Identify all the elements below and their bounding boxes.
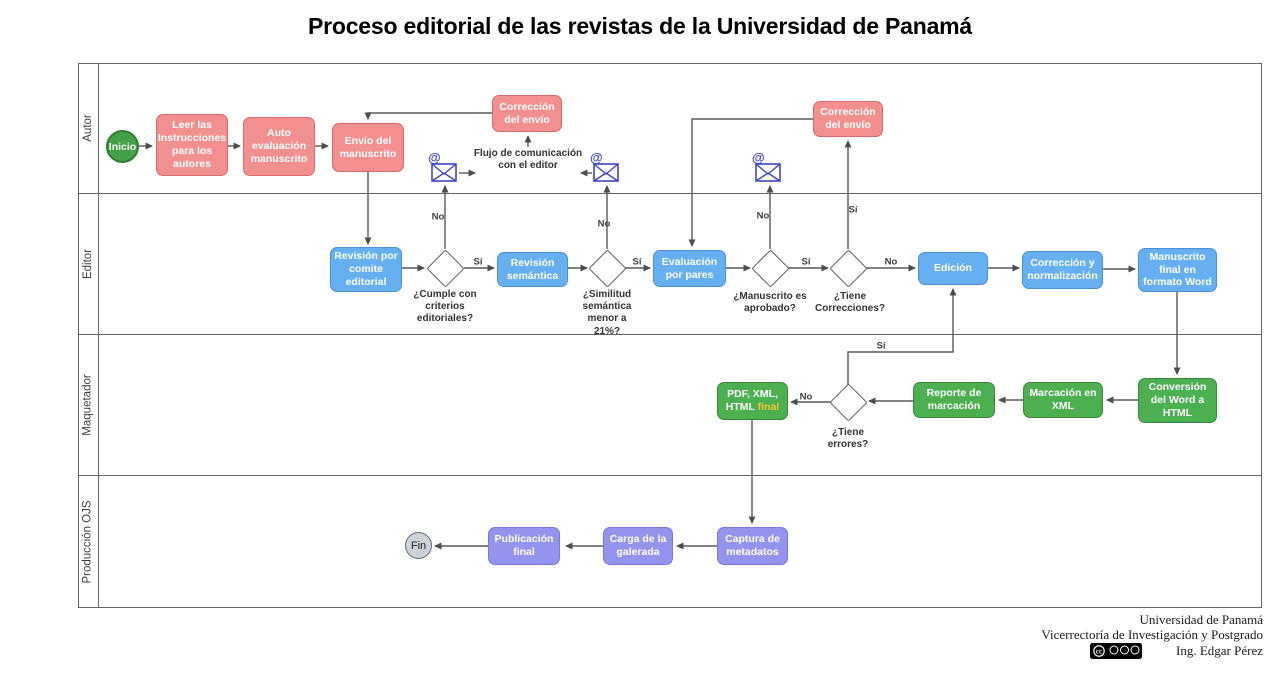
edge-label-no: No — [597, 218, 611, 230]
edge-label-si: Sí — [473, 256, 483, 268]
gateway-label-similitud: ¿Similitud semántica menor a 21%? — [582, 289, 632, 337]
lane-label-autor: Autor — [82, 114, 94, 142]
flow-note: Flujo de comunicación con el editor — [473, 148, 583, 171]
task-conversion-word: Conversión del Word a HTML — [1138, 378, 1217, 423]
lane-label-divider — [98, 63, 99, 608]
task-correccion-normalizacion: Corrección y normalización — [1022, 251, 1103, 289]
start-event: Inicio — [106, 130, 139, 163]
edge-label-no: No — [756, 210, 770, 222]
edge-label-no: No — [431, 211, 445, 223]
task-correccion-envio-1: Corrección del envío — [492, 95, 562, 132]
page-title: Proceso editorial de las revistas de la … — [307, 13, 973, 39]
lane-label-maquetador: Maquetador — [82, 373, 94, 436]
cc-license-badge: cc — [1090, 642, 1142, 659]
edge-label-si: Sí — [876, 340, 886, 352]
credits-block: Universidad de Panamá Vicerrectoría de I… — [1041, 612, 1263, 659]
task-pdf-xml-html: PDF, XML, HTML final — [717, 382, 788, 420]
task-publicacion-final: Publicación final — [488, 527, 560, 565]
lane-label-produccion-ojs: Producción OJS — [82, 499, 95, 584]
swimlane-frame — [78, 63, 1262, 608]
task-evaluacion-pares: Evaluación por pares — [653, 250, 726, 287]
lane-label-editor: Editor — [82, 248, 95, 279]
end-event: Fin — [405, 532, 432, 559]
task-envio-manuscrito: Envío del manuscrito — [332, 123, 404, 172]
lane-divider-2 — [78, 334, 1262, 335]
gateway-label-aprobado: ¿Manuscrito es aprobado? — [733, 291, 807, 315]
task-leer-instrucciones: Leer las Instrucciones para los autores — [156, 114, 228, 176]
task-correccion-envio-2: Corrección del envío — [813, 101, 883, 137]
edge-label-no: No — [884, 256, 898, 268]
task-revision-comite: Revisión por comite editorial — [330, 247, 402, 292]
credits-author: Ing. Edgar Pérez — [1176, 642, 1263, 658]
task-auto-evaluacion: Auto evaluación manuscrito — [243, 117, 315, 176]
gateway-label-errores: ¿Tiene errores? — [827, 427, 869, 451]
task-captura-metadatos: Captura de metadatos — [717, 527, 788, 565]
pdf-label: PDF, XML, HTML final — [725, 388, 780, 413]
svg-text:cc: cc — [1096, 647, 1102, 655]
email-icon-3: @ — [752, 150, 781, 182]
task-carga-galerada: Carga de la galerada — [603, 527, 673, 565]
pdf-final-highlight: final — [757, 401, 780, 413]
edge-label-si: Sí — [632, 256, 642, 268]
credits-vicerrectoria: Vicerrectoría de Investigación y Postgra… — [1041, 627, 1263, 643]
lane-divider-1 — [78, 193, 1262, 194]
gateway-label-criterios: ¿Cumple con criterios editoriales? — [413, 289, 477, 325]
task-revision-semantica: Revisión semántica — [497, 252, 568, 287]
email-icon-1: @ — [428, 150, 457, 182]
task-marcacion-xml: Marcación en XML — [1023, 382, 1103, 418]
task-edicion: Edición — [918, 252, 988, 285]
edge-label-si: Sí — [801, 256, 811, 268]
task-manuscrito-final: Manuscrito final en formato Word — [1138, 248, 1217, 292]
task-reporte-marcacion: Reporte de marcación — [913, 382, 995, 418]
email-icon-2: @ — [590, 150, 619, 182]
edge-label-si: Sí — [848, 204, 858, 216]
edge-label-no: No — [799, 391, 813, 403]
at-icon: @ — [752, 150, 765, 165]
gateway-label-correcciones: ¿Tiene Correcciones? — [814, 291, 886, 315]
credits-university: Universidad de Panamá — [1139, 612, 1263, 627]
lane-divider-3 — [78, 475, 1262, 476]
at-icon: @ — [590, 150, 603, 165]
at-icon: @ — [428, 150, 441, 165]
credits-author-row: cc Ing. Edgar Pérez — [1041, 642, 1263, 659]
